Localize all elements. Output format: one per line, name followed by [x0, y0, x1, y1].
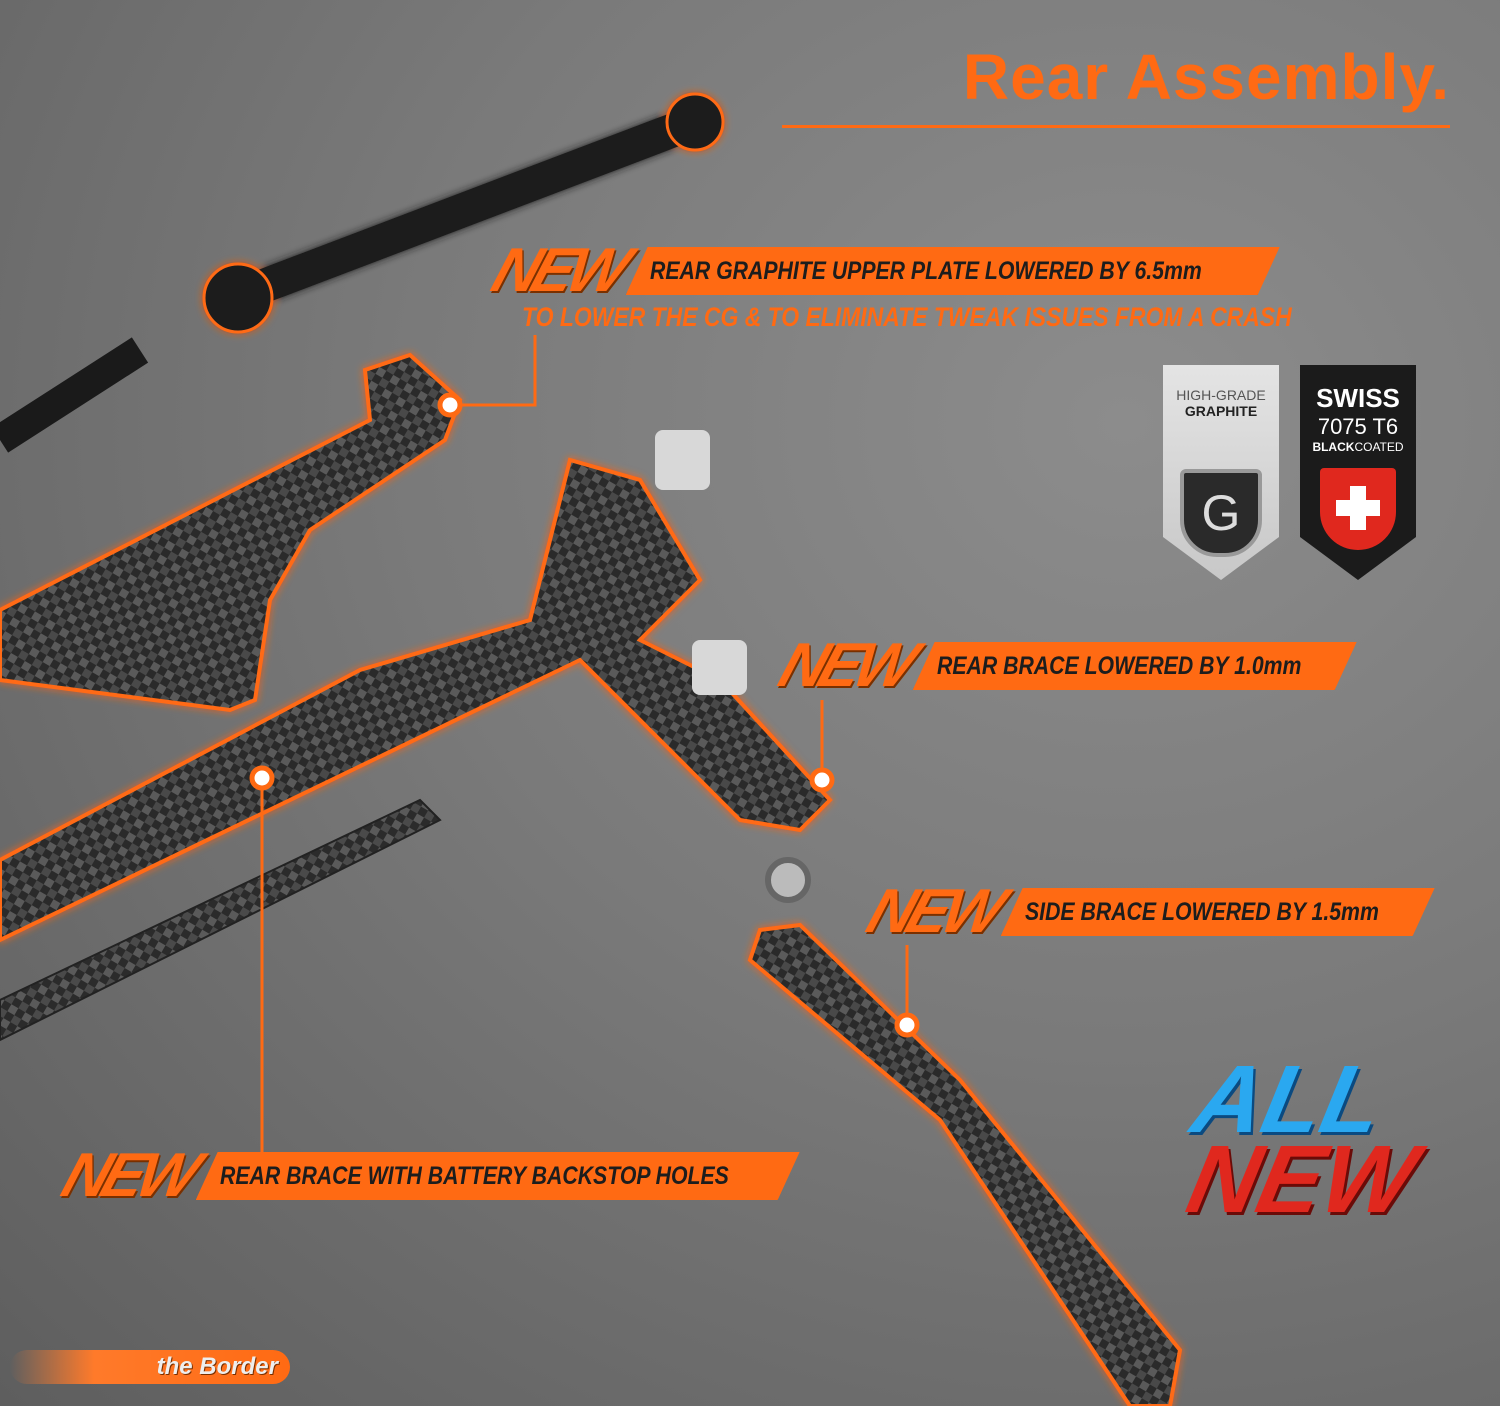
- badge-line: HIGH-GRADE: [1176, 387, 1266, 403]
- swiss-badge: SWISS 7075 T6 BLACKCOATED: [1300, 365, 1416, 580]
- new-badge: NEW: [53, 1141, 204, 1210]
- callout-text: REAR GRAPHITE UPPER PLATE LOWERED BY 6.5…: [649, 256, 1202, 285]
- the-border-logo: the Border: [10, 1350, 290, 1384]
- rear-brace: [0, 457, 833, 943]
- new-badge: NEW: [483, 236, 634, 305]
- badge-line: COATED: [1354, 440, 1404, 454]
- aluminum-spacer: [655, 430, 710, 490]
- washer: [765, 857, 811, 903]
- new-badge: NEW: [770, 631, 921, 700]
- badge-line: GRAPHITE: [1184, 403, 1258, 419]
- badge-line: BLACK: [1312, 440, 1355, 454]
- callout-rear-brace: NEW REAR BRACE LOWERED BY 1.0mm: [771, 631, 1357, 700]
- callout-battery-backstop: NEW REAR BRACE WITH BATTERY BACKSTOP HOL…: [54, 1141, 800, 1210]
- aluminum-spacer: [692, 640, 747, 695]
- badge-line: 7075 T6: [1317, 414, 1399, 439]
- new-badge: NEW: [858, 877, 1009, 946]
- second-link: [0, 337, 149, 453]
- callout-text: REAR BRACE WITH BATTERY BACKSTOP HOLES: [219, 1161, 729, 1190]
- page-title: Rear Assembly.: [962, 41, 1450, 113]
- lower-brace: [0, 798, 442, 1042]
- callout-side-brace: NEW SIDE BRACE LOWERED BY 1.5mm: [859, 877, 1435, 946]
- g-shield-icon: G: [1180, 469, 1262, 557]
- callout-upper-plate: NEW REAR GRAPHITE UPPER PLATE LOWERED BY…: [484, 236, 1280, 305]
- swiss-cross-shield-icon: [1320, 468, 1396, 550]
- callout-subtext: TO LOWER THE CG & TO ELIMINATE TWEAK ISS…: [522, 302, 1292, 332]
- leader-lines: [260, 335, 909, 1160]
- callout-text: SIDE BRACE LOWERED BY 1.5mm: [1024, 897, 1379, 926]
- badge-line: SWISS: [1316, 383, 1400, 413]
- graphite-badge: HIGH-GRADE GRAPHITE G: [1163, 365, 1279, 580]
- side-brace: [747, 922, 1183, 1406]
- all-new-line2: NEW: [1178, 1126, 1426, 1233]
- callout-dots: [249, 392, 920, 1038]
- upper-plate: [0, 352, 463, 713]
- title-divider: [782, 125, 1450, 128]
- callout-text: REAR BRACE LOWERED BY 1.0mm: [936, 651, 1302, 680]
- logo-text: the Border: [156, 1353, 278, 1380]
- turnbuckle-link: [202, 92, 725, 334]
